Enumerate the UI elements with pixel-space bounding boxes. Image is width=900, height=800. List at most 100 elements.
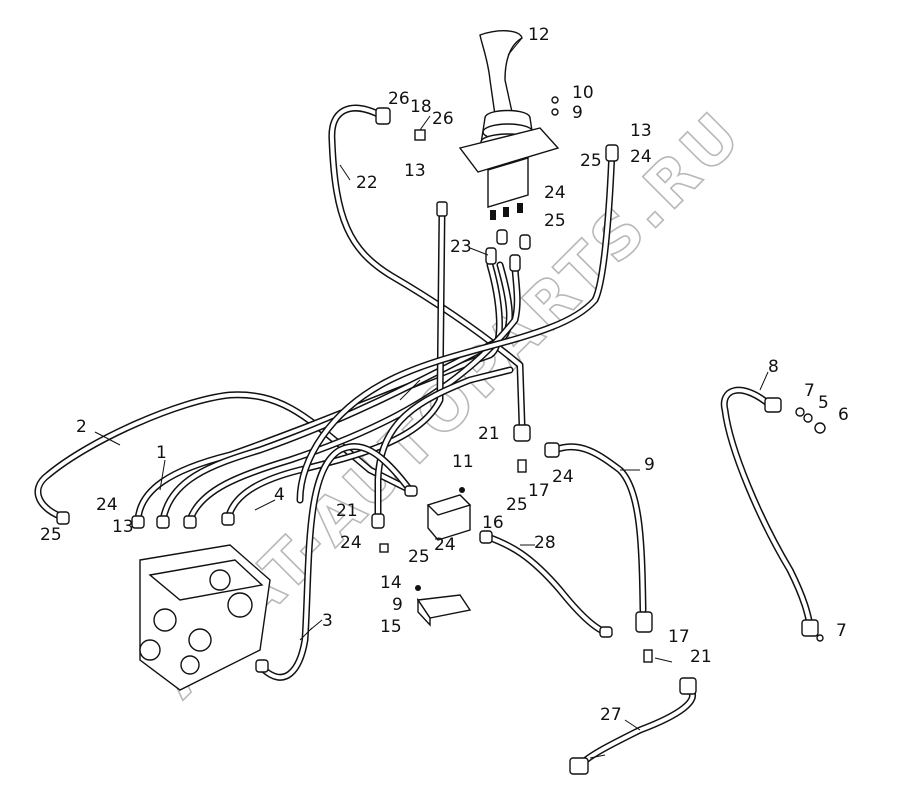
- fitting-c-end: [183, 515, 197, 529]
- callout-1: 1: [156, 443, 167, 463]
- hose-1-core: [136, 263, 502, 522]
- joystick-assembly: [458, 30, 560, 272]
- fitting-block-in: [404, 485, 418, 497]
- washer-9: [551, 108, 559, 116]
- hose-right-loop-core: [298, 148, 614, 502]
- fitting-27-top: [679, 677, 697, 695]
- fitting-2-end: [56, 511, 70, 525]
- fitting-27-bottom: [569, 757, 589, 775]
- fitting-15: [414, 129, 426, 141]
- bolt-10: [551, 96, 559, 104]
- joystick-ports: [485, 203, 531, 272]
- callout-20: 21: [336, 501, 358, 521]
- callout-24-lower: 24: [340, 533, 362, 553]
- valve-port-front-b: [188, 628, 212, 652]
- callout-9-top: 9: [572, 103, 583, 123]
- callout-17-top: 17: [528, 481, 550, 501]
- hose-22-core: [329, 106, 524, 427]
- callout-28: 28: [534, 533, 556, 553]
- callout-9-lower: 9: [392, 595, 403, 615]
- callout-17-lower: 17: [668, 627, 690, 647]
- callout-21-top: 21: [478, 424, 500, 444]
- callout-21-lower: 21: [690, 647, 712, 667]
- callout-15: 18: [410, 97, 432, 117]
- callout-11: 9: [644, 455, 655, 475]
- fitting-1-end: [131, 515, 145, 529]
- callout-25-block: 25: [506, 495, 528, 515]
- callout-10: 10: [572, 83, 594, 103]
- callout-13-right: 13: [630, 121, 652, 141]
- joystick-handle: [479, 30, 523, 116]
- callout-13-mid: 13: [404, 161, 426, 181]
- callout-19: 15: [380, 617, 402, 637]
- mounting-bracket: [415, 585, 472, 627]
- hose-27-core: [578, 688, 695, 767]
- seal-7-lower: [816, 634, 824, 642]
- callout-16: 16: [482, 513, 504, 533]
- callout-4: 4: [274, 485, 285, 505]
- callout-6: 6: [838, 405, 849, 425]
- fitting-11-bottom: [635, 611, 653, 633]
- seal-7: [795, 407, 805, 417]
- fitting-28-start: [479, 530, 493, 544]
- callout-5: 5: [818, 393, 829, 413]
- hose-bundle-c-core: [188, 263, 520, 522]
- callout-24-joy: 24: [544, 183, 566, 203]
- fitting-11-top: [544, 442, 560, 458]
- callout-25-lower: 25: [408, 547, 430, 567]
- callout-24-bracket: 24: [434, 535, 456, 555]
- seal-5: [803, 413, 813, 423]
- callout-23: 23: [450, 237, 472, 257]
- joystick-valve-body: [487, 157, 529, 208]
- callout-2: 2: [76, 417, 87, 437]
- valve-port-front-a: [153, 608, 177, 632]
- fitting-17-upper: [517, 459, 527, 473]
- callout-8: 8: [768, 357, 779, 377]
- fitting-3-end: [255, 659, 269, 673]
- hose-8-core: [722, 388, 812, 627]
- hose-28-core: [486, 535, 607, 634]
- fittings: [56, 96, 826, 775]
- callout-26-a: 26: [388, 89, 410, 109]
- callout-3: 3: [322, 611, 333, 631]
- callout-12: 11: [452, 452, 474, 472]
- fitting-hose-22-end: [513, 424, 531, 442]
- fitting-28-end: [599, 626, 613, 638]
- valve-port-side: [227, 592, 253, 618]
- callout-24-right: 24: [630, 147, 652, 167]
- callout-7-top: 7: [804, 381, 815, 401]
- fitting-20-end: [371, 513, 385, 529]
- fitting-4-top: [436, 201, 448, 217]
- callout-25-left: 25: [40, 525, 62, 545]
- callout-14: 12: [528, 25, 550, 45]
- joystick-base-plate: [458, 127, 560, 173]
- callout-13-left: 13: [112, 517, 134, 537]
- callout-7-lower: 7: [836, 621, 847, 641]
- callout-labels: 12 10 9 26 18 26 13 25 24 22 13 24 25 23…: [40, 25, 849, 725]
- hose-20-core: [376, 368, 512, 522]
- valve-port-front-d: [180, 655, 200, 675]
- callout-25-right: 25: [580, 151, 602, 171]
- callout-25-joy: 25: [544, 211, 566, 231]
- valve-port-front-c: [139, 639, 161, 661]
- hose-11-core: [553, 444, 645, 612]
- fitting-8-bottom: [801, 619, 819, 637]
- bracket-19-side: [417, 597, 431, 627]
- hose-4-core: [226, 208, 444, 522]
- callout-18: 14: [380, 573, 402, 593]
- leader-lines: [94, 37, 769, 759]
- callout-26-b: 26: [432, 109, 454, 129]
- hose-lines: [34, 104, 814, 769]
- fitting-24-washer: [379, 543, 389, 553]
- valve-port-top: [209, 569, 231, 591]
- callout-24-block: 24: [552, 467, 574, 487]
- bolt-12: [459, 487, 465, 493]
- fitting-22-top: [375, 107, 391, 125]
- callout-27: 27: [600, 705, 622, 725]
- callout-22: 22: [356, 173, 378, 193]
- fitting-4-end: [221, 512, 235, 526]
- hose-3-core: [260, 444, 412, 680]
- valve-top-face: [148, 559, 264, 601]
- fitting-17-lower: [643, 649, 653, 663]
